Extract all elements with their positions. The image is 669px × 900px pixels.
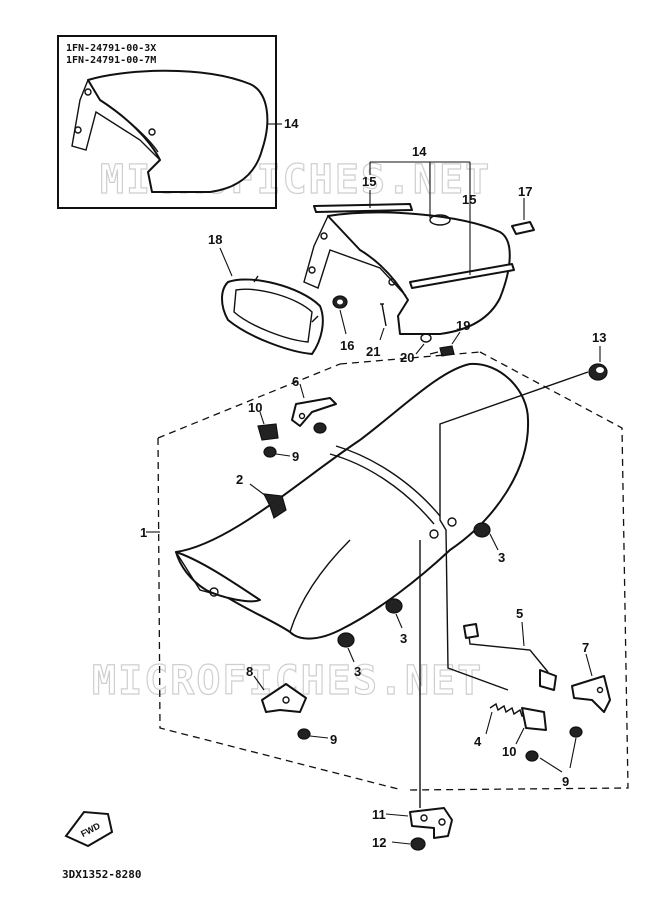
callout-10-bottom: 10	[502, 744, 516, 759]
part-9-nut-b	[313, 422, 327, 434]
part-10-bracket-bottom	[521, 707, 547, 731]
part-8-bracket	[261, 683, 307, 713]
callout-4: 4	[474, 734, 482, 749]
part-21-pin	[380, 303, 387, 327]
part-9-nut-c	[297, 728, 311, 740]
assembly-boundary	[157, 351, 629, 791]
callout-17: 17	[518, 184, 532, 199]
callout-14: 14	[412, 144, 427, 159]
part-16-grommet	[332, 295, 348, 309]
callout-3-c: 3	[354, 664, 361, 679]
callout-11: 11	[372, 807, 386, 822]
callout-1: 1	[140, 525, 147, 540]
callout-9-mid: 9	[330, 732, 337, 747]
callout-20: 20	[400, 350, 414, 365]
callout-6: 6	[292, 374, 299, 389]
callout-9-right: 9	[562, 774, 569, 789]
lock-cable	[439, 371, 589, 691]
part-13-cap	[588, 363, 608, 381]
inset-part-number-1: 1FN-24791-00-3X	[66, 43, 156, 54]
callout-21: 21	[366, 344, 380, 359]
diagram-code: 3DX1352-8280	[62, 868, 141, 881]
part-11-seat-lock	[409, 807, 453, 839]
part-7-bracket	[571, 675, 611, 713]
part-9-nut-e	[525, 750, 539, 762]
callout-3-b: 3	[400, 631, 407, 646]
part-6-bracket	[291, 397, 337, 427]
callout-19: 19	[456, 318, 470, 333]
part-10-bracket-top	[257, 423, 279, 441]
part-9-nut-d	[569, 726, 583, 738]
callout-16: 16	[340, 338, 354, 353]
inset-seat-cowl	[71, 69, 269, 193]
part-5-rod	[463, 623, 557, 691]
callout-18: 18	[208, 232, 222, 247]
part-17-damper	[511, 221, 535, 235]
callout-9-top: 9	[292, 449, 299, 464]
inset-panel: 1FN-24791-00-3X 1FN-24791-00-7M 14	[57, 35, 299, 209]
callout-13: 13	[592, 330, 606, 345]
callout-15-left: 15	[362, 174, 376, 189]
callout-10-top: 10	[248, 400, 262, 415]
part-9-nut-a	[263, 446, 277, 458]
part-20-washer	[420, 333, 432, 343]
callout-14-inset: 14	[284, 116, 299, 131]
callout-3-a: 3	[498, 550, 505, 565]
part-3-dampers	[337, 522, 491, 648]
callout-7: 7	[582, 640, 589, 655]
part-12-nut	[410, 837, 426, 851]
fwd-arrow-icon: FWD	[64, 810, 114, 848]
seat-cowl-assembly	[303, 203, 515, 335]
callout-2: 2	[236, 472, 243, 487]
callout-15-right: 15	[462, 192, 476, 207]
callout-12: 12	[372, 835, 386, 850]
callout-5: 5	[516, 606, 523, 621]
part-1-seat	[175, 362, 530, 640]
inset-part-number-2: 1FN-24791-00-7M	[66, 55, 156, 66]
part-18-tail-lens	[221, 275, 324, 355]
callout-8: 8	[246, 664, 253, 679]
part-2-hook	[262, 493, 287, 519]
